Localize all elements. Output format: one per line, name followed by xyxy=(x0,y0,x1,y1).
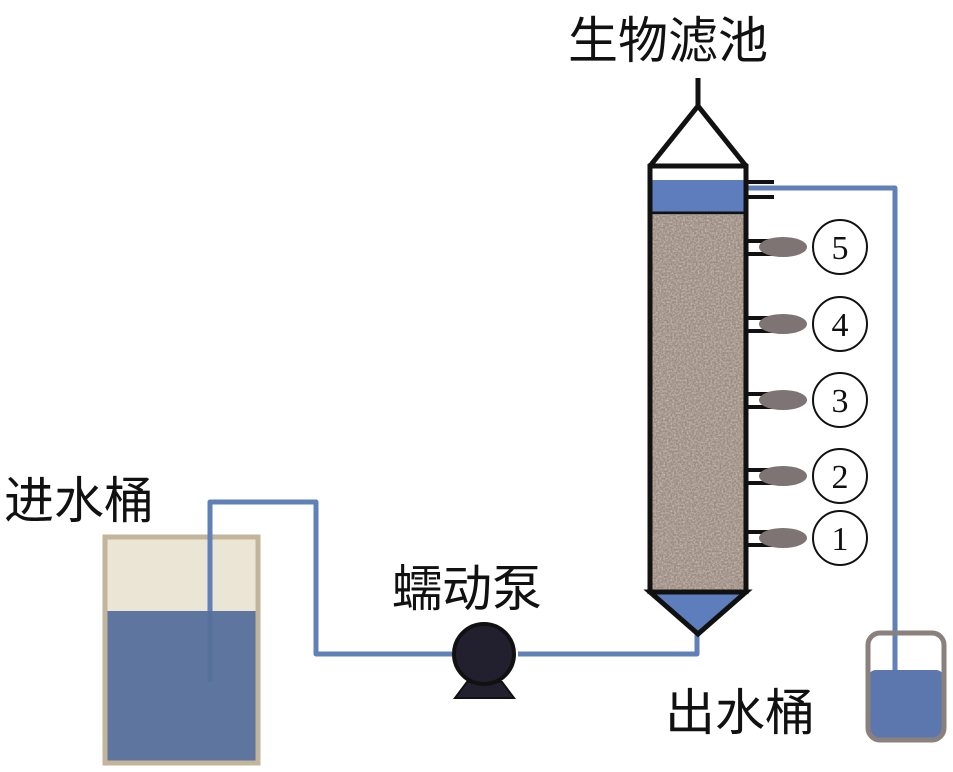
port-number-label: 3 xyxy=(832,383,849,420)
sampling-port-3[interactable]: 3 xyxy=(746,372,868,428)
sampling-port-5[interactable]: 5 xyxy=(746,219,868,275)
inlet-bucket-water xyxy=(107,611,256,761)
column-water-layer xyxy=(652,180,744,212)
effluent-pipe xyxy=(742,185,898,680)
port-number-circle xyxy=(812,219,868,275)
pipes xyxy=(207,185,898,680)
sampling-port-cap xyxy=(759,528,807,548)
column-top-cone xyxy=(648,101,748,168)
port-number-label: 5 xyxy=(832,230,849,267)
inlet-bucket xyxy=(102,534,261,766)
sampling-port-1[interactable]: 1 xyxy=(746,510,868,566)
sampling-port-cap xyxy=(759,237,807,257)
inlet-pipe xyxy=(207,499,452,680)
sampling-ports: 5 4 3 2 1 xyxy=(746,219,868,566)
filter-media-texture xyxy=(652,215,744,590)
port-number-label: 4 xyxy=(832,307,849,344)
biofilter-label: 生物滤池 xyxy=(568,12,768,70)
outlet-bucket-label: 出水桶 xyxy=(665,684,815,742)
port-number-circle xyxy=(812,372,868,428)
outlet-bucket-body xyxy=(865,630,947,743)
port-number-label: 2 xyxy=(832,459,849,496)
outlet-bucket-water xyxy=(868,670,944,740)
sampling-port-cap xyxy=(759,466,807,486)
feed-pipe xyxy=(518,632,700,657)
sampling-port-cap xyxy=(759,314,807,334)
pump-head xyxy=(452,622,516,686)
inlet-bucket-label: 进水桶 xyxy=(4,472,154,530)
sampling-port-cap xyxy=(759,390,807,410)
port-number-circle xyxy=(812,510,868,566)
port-number-circle xyxy=(812,448,868,504)
sampling-port-2[interactable]: 2 xyxy=(746,448,868,504)
port-number-label: 1 xyxy=(832,521,849,558)
column-headspace xyxy=(652,168,744,180)
column-bottom-cone xyxy=(643,589,753,638)
biofilter-column xyxy=(643,78,774,638)
pump-label: 蠕动泵 xyxy=(392,560,542,618)
port-number-circle xyxy=(812,296,868,352)
pump-base xyxy=(453,681,516,699)
peristaltic-pump[interactable] xyxy=(452,622,516,699)
outlet-bucket xyxy=(865,630,947,743)
sampling-port-4[interactable]: 4 xyxy=(746,296,868,352)
